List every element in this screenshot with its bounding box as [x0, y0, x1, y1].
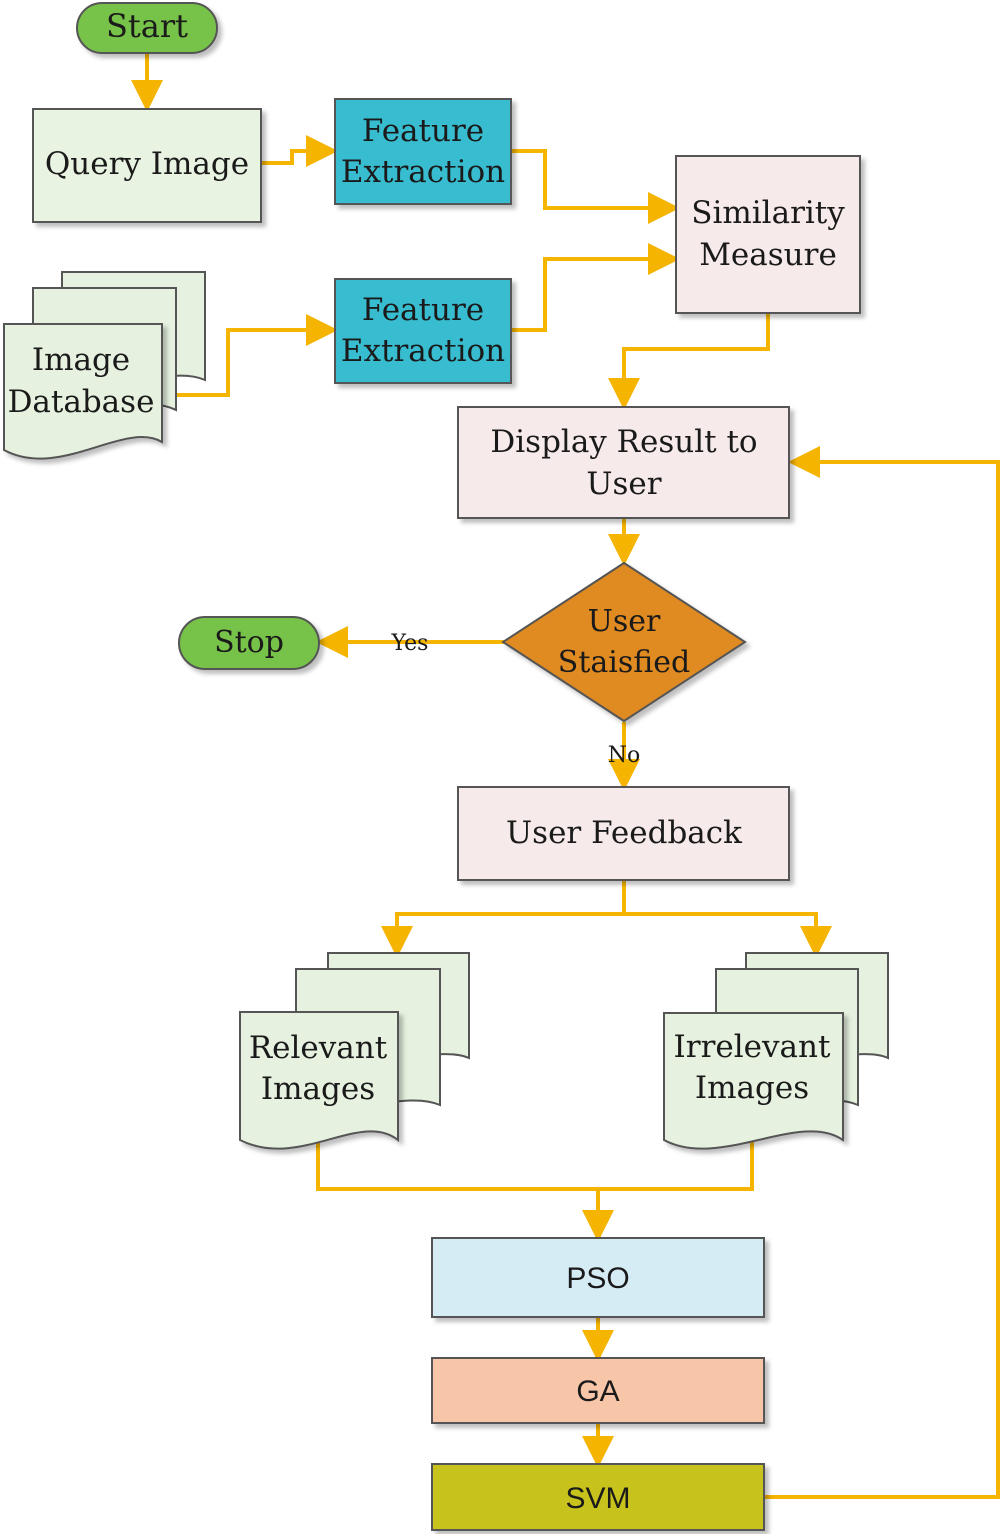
irrelevant-images-line-1: Irrelevant [674, 1029, 831, 1065]
feature-extraction-2-line-2: Extraction [341, 333, 505, 369]
edge-feedback-to-relevant [381, 880, 626, 958]
user-feedback-label: User Feedback [506, 815, 742, 851]
svm-label: SVM [565, 1482, 630, 1515]
image-database-node: Image Database [3, 271, 206, 460]
edge-feature1-to-similarity [512, 149, 680, 224]
similarity-measure-line-1: Similarity [691, 195, 845, 231]
pso-node: PSO [431, 1237, 765, 1318]
query-image-node: Query Image [32, 108, 262, 223]
similarity-measure-node: Similarity Measure [675, 155, 861, 314]
edge-feature2-to-similarity [512, 243, 680, 332]
feature-extraction-1-line-2: Extraction [341, 154, 505, 190]
edge-irrelevant-to-pso [598, 1142, 754, 1191]
display-result-line-1: Display Result to [490, 424, 757, 460]
pso-label: PSO [566, 1262, 629, 1295]
irrelevant-images-line-2: Images [695, 1070, 809, 1106]
image-database-line-1: Image [32, 342, 130, 378]
edge-database-to-feature2 [162, 314, 338, 397]
edge-query-to-feature1 [262, 135, 338, 167]
display-result-node: Display Result to User [457, 406, 790, 519]
image-database-line-2: Database [8, 384, 155, 420]
stop-node: Stop [178, 616, 320, 670]
yes-label: Yes [391, 631, 429, 656]
query-image-label: Query Image [45, 146, 249, 182]
similarity-measure-line-2: Measure [699, 237, 837, 273]
edge-similarity-to-display [608, 314, 770, 410]
ga-label: GA [576, 1375, 619, 1408]
irrelevant-images-node: Irrelevant Images [663, 952, 889, 1150]
feature-extraction-1-line-1: Feature [362, 113, 484, 149]
ga-node: GA [431, 1357, 765, 1424]
display-result-line-2: User [586, 466, 661, 502]
relevant-images-node: Relevant Images [239, 952, 470, 1150]
feature-extraction-2-line-1: Feature [362, 292, 484, 328]
irrelevant-images-page-front [663, 1012, 844, 1150]
edge-svm-feedback-loop [764, 446, 1000, 1499]
edge-relevant-to-pso [316, 1142, 614, 1242]
user-satisfied-line-1: User [588, 604, 661, 639]
relevant-images-line-1: Relevant [249, 1030, 388, 1066]
relevant-images-page-front [239, 1011, 399, 1150]
user-satisfied-line-2: Staisfied [558, 645, 690, 680]
edges [131, 52, 1000, 1499]
user-satisfied-decision: User Staisfied [501, 561, 747, 723]
stop-label: Stop [214, 625, 284, 660]
no-label: No [608, 743, 641, 768]
relevant-images-line-2: Images [261, 1071, 375, 1107]
image-database-page-front [3, 323, 163, 460]
feature-extraction-2-node: Feature Extraction [334, 278, 512, 384]
feature-extraction-1-node: Feature Extraction [334, 98, 512, 205]
user-feedback-node: User Feedback [457, 786, 790, 881]
start-label: Start [106, 7, 188, 45]
edge-feedback-to-irrelevant [624, 912, 832, 958]
start-node: Start [76, 2, 218, 54]
svm-node: SVM [431, 1463, 765, 1531]
